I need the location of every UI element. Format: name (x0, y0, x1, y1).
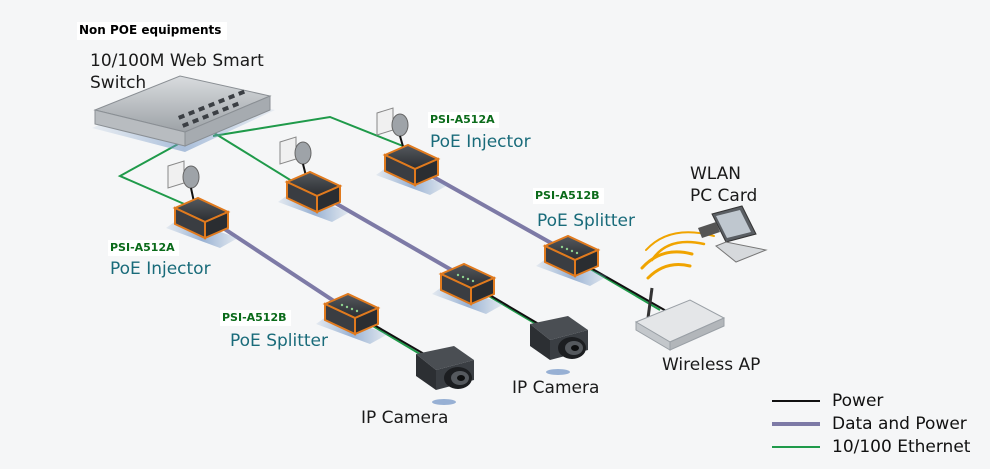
legend-label-data-power: Data and Power (832, 414, 967, 434)
ip-camera-left-label: IP Camera (361, 408, 449, 428)
wireless-ap-label: Wireless AP (662, 355, 761, 375)
power-plug-icon (376, 107, 409, 151)
splitter-right-model: PSI-A512B (533, 188, 604, 204)
cable-switch-to-injector-top (212, 115, 409, 149)
switch-ports (178, 89, 246, 128)
poe-splitter-device (432, 262, 504, 314)
data-power-cables (218, 173, 561, 307)
power-plug-icon (167, 160, 200, 203)
cable-injector-left-to-splitter (218, 224, 342, 307)
ip-camera-mid-label: IP Camera (512, 378, 600, 398)
cable-injector-mid-to-splitter (329, 198, 463, 278)
poe-splitter-device (316, 292, 388, 344)
poe-injector-device (376, 143, 448, 195)
legend-label-ethernet: 10/100 Ethernet (832, 437, 971, 457)
cable-injector-top-to-splitter (429, 173, 561, 250)
poe-splitter-device (536, 234, 608, 286)
power-plug-icon (279, 136, 312, 177)
switch-label-line2: Switch (90, 73, 147, 93)
poe-injector-device (166, 196, 238, 248)
switch-label: 10/100M Web Smart Switch (90, 50, 264, 94)
splitter-left-name: PoE Splitter (230, 331, 328, 351)
cable-switch-to-injector-mid (205, 127, 301, 187)
power-cable-right-splitter (581, 262, 669, 313)
laptop-icon (698, 205, 768, 263)
splitter-right-name: PoE Splitter (537, 211, 635, 231)
wireless-ap-icon (634, 231, 726, 351)
ip-camera-icon (416, 346, 474, 405)
injector-left-name: PoE Injector (110, 259, 211, 279)
wlan-label-line2: PC Card (690, 186, 758, 206)
non-poe-label: Non POE equipments (77, 22, 228, 40)
wlan-label-line1: WLAN (690, 164, 742, 184)
switch-label-line1: 10/100M Web Smart (90, 51, 264, 71)
wlan-label: WLAN PC Card (690, 163, 757, 207)
injector-left-model: PSI-A512A (108, 240, 179, 256)
poe-injector-device (278, 170, 350, 222)
legend-label-power: Power (832, 391, 884, 411)
ip-camera-icon (530, 316, 588, 375)
splitter-left-model: PSI-A512B (220, 310, 291, 326)
web-smart-switch (92, 75, 275, 152)
legend-swatches (772, 400, 820, 448)
injector-top-model: PSI-A512A (428, 112, 499, 128)
injector-top-name: PoE Injector (430, 132, 531, 152)
